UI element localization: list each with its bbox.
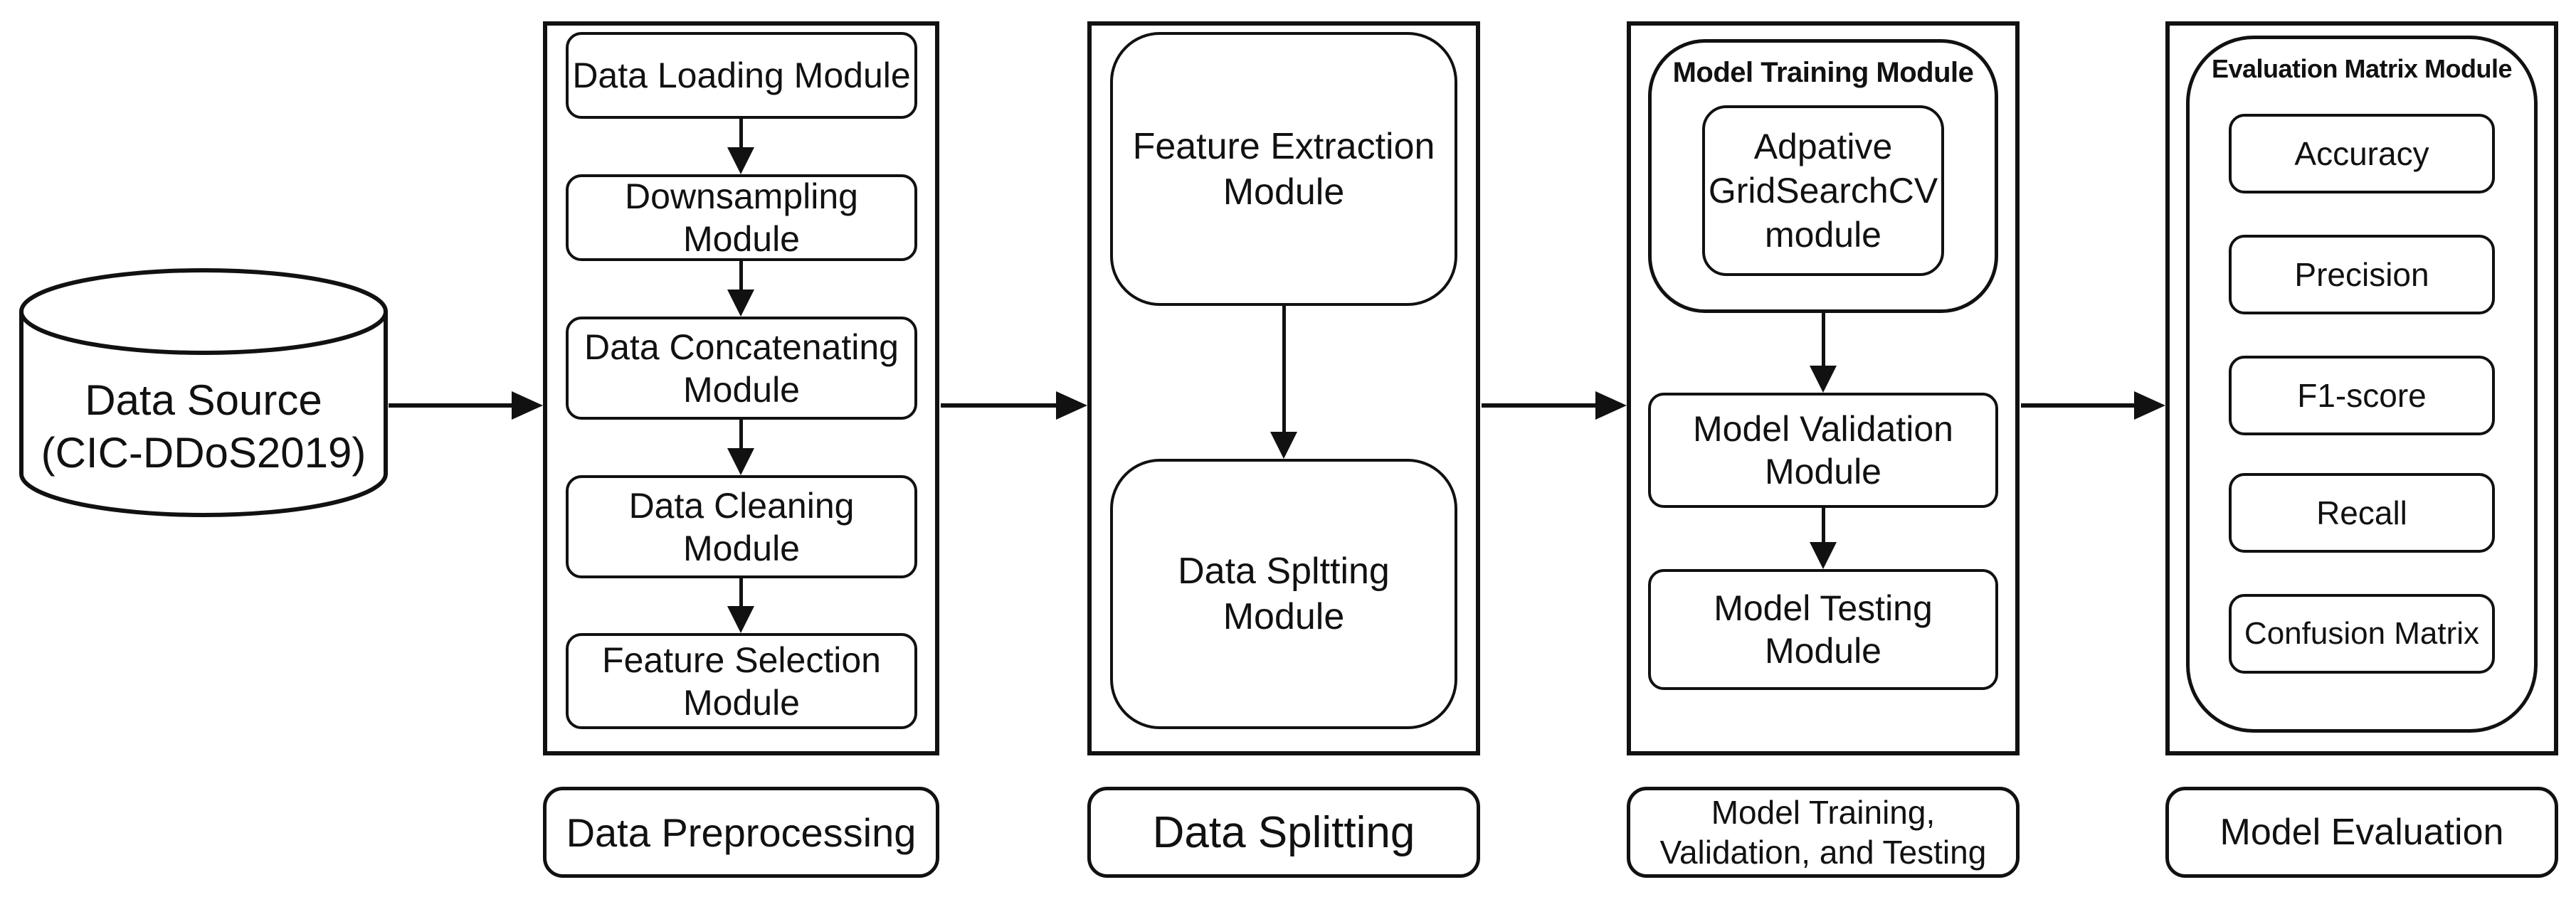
flow-arrow-training-to-evaluation bbox=[2021, 388, 2165, 423]
data-source-label: Data Source (CIC-DDoS2019) bbox=[41, 376, 366, 477]
arrow-validation-to-testing bbox=[1806, 508, 1840, 569]
node-data-cleaning-module: Data Cleaning Module bbox=[566, 475, 917, 578]
node-data-concatenating-module: Data Concatenating Module bbox=[566, 317, 917, 420]
node-data-splitting-module: Data Spltting Module bbox=[1110, 459, 1457, 729]
node-adaptive-gridsearchcv-module: Adpative GridSearchCV module bbox=[1702, 105, 1944, 276]
arrow-loading-to-downsampling bbox=[724, 119, 758, 174]
node-f1-score: F1-score bbox=[2229, 356, 2495, 435]
node-feature-selection-module: Feature Selection Module bbox=[566, 633, 917, 729]
node-model-validation-module: Model Validation Module bbox=[1648, 393, 1998, 508]
node-feature-extraction-module: Feature Extraction Module bbox=[1110, 32, 1457, 306]
arrow-cleaning-to-feature-selection bbox=[724, 578, 758, 633]
node-precision: Precision bbox=[2229, 235, 2495, 314]
arrow-extraction-to-splitting bbox=[1267, 306, 1301, 459]
flow-arrow-splitting-to-training bbox=[1482, 388, 1627, 423]
stage-label-model-evaluation: Model Evaluation bbox=[2165, 787, 2558, 878]
stage-label-model-training: Model Training, Validation, and Testing bbox=[1627, 787, 2020, 878]
arrow-training-to-validation bbox=[1806, 313, 1840, 393]
flow-arrow-source-to-preprocessing bbox=[389, 388, 543, 423]
flow-arrow-preprocessing-to-splitting bbox=[941, 388, 1087, 423]
node-model-testing-module: Model Testing Module bbox=[1648, 569, 1998, 690]
database-cylinder-icon bbox=[19, 268, 388, 517]
node-downsampling-module: Downsampling Module bbox=[566, 174, 917, 261]
group-title-evaluation-matrix-module: Evaluation Matrix Module bbox=[2211, 54, 2513, 83]
stage-label-data-preprocessing: Data Preprocessing bbox=[543, 787, 939, 878]
arrow-concatenating-to-cleaning bbox=[724, 420, 758, 475]
node-confusion-matrix: Confusion Matrix bbox=[2229, 594, 2495, 674]
node-recall: Recall bbox=[2229, 473, 2495, 553]
stage-label-data-splitting: Data Splitting bbox=[1087, 787, 1480, 878]
group-title-model-training-module: Model Training Module bbox=[1672, 57, 1974, 88]
node-accuracy: Accuracy bbox=[2229, 114, 2495, 193]
node-data-loading-module: Data Loading Module bbox=[566, 32, 917, 119]
arrow-downsampling-to-concatenating bbox=[724, 261, 758, 317]
